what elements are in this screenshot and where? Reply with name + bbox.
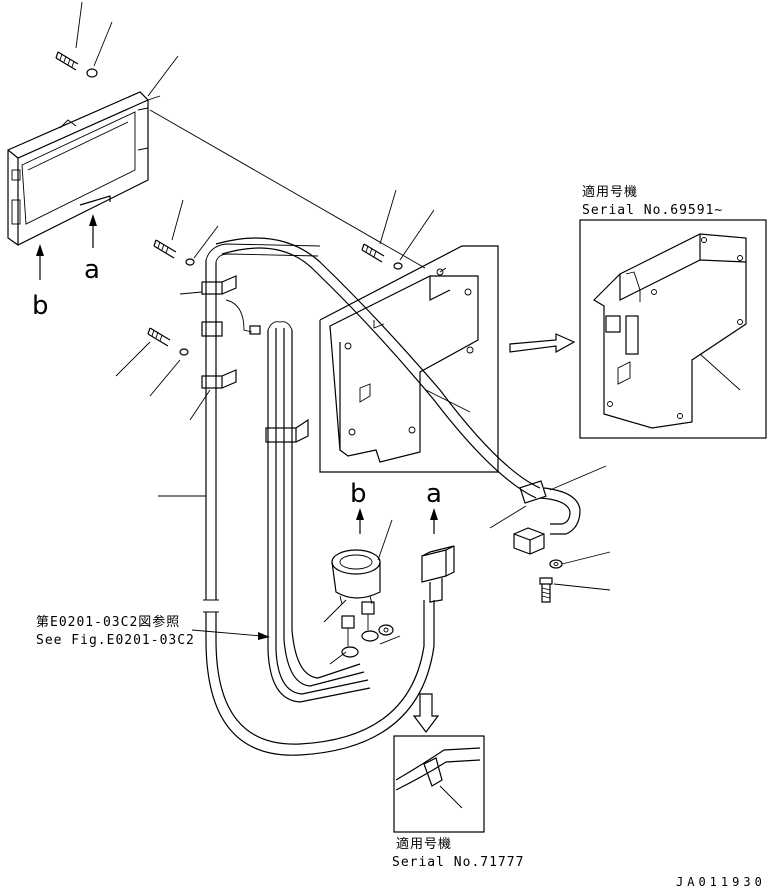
hose-main: [215, 237, 607, 535]
callout-top-serial: Serial No.69591~: [582, 203, 723, 218]
harness-vertical: [158, 243, 435, 756]
bolt-right: [539, 551, 611, 603]
bracket-assembly: [319, 245, 499, 473]
harness-double: [265, 321, 371, 703]
view-letter-a-left: a: [84, 255, 100, 285]
bolt-top-left: [55, 1, 179, 97]
connector-right: [513, 527, 545, 555]
callout-bottom-applies: 適用号機: [396, 836, 452, 852]
view-arrow-a-mid: a: [426, 479, 442, 534]
view-arrow-a-left: a: [84, 214, 100, 285]
bolt-mid-lower: [115, 327, 189, 397]
callout-top-applies: 適用号機: [582, 184, 638, 200]
view-letter-b-left: b: [32, 291, 49, 321]
view-arrow-b-left: b: [32, 244, 49, 321]
terminal-connectors: [329, 601, 401, 665]
leader-line: [149, 109, 426, 269]
callout-arrow-bottom: [412, 693, 440, 733]
controller-unit: [7, 91, 161, 246]
drawing-code: JA011930: [676, 875, 766, 889]
reference-en: See Fig.E0201-03C2: [36, 633, 195, 648]
bolt-center-right: [361, 189, 435, 270]
reference-note: 第E0201-03C2図参照 See Fig.E0201-03C2: [36, 614, 270, 648]
callout-bottom-serial: Serial No.71777: [392, 855, 524, 870]
view-letter-a-mid: a: [426, 479, 442, 509]
reference-jp: 第E0201-03C2図参照: [36, 614, 180, 630]
oval-connector: [323, 519, 393, 623]
view-letter-b-mid: b: [350, 479, 367, 509]
callout-box-bottom: 適用号機 Serial No.71777: [392, 735, 524, 870]
callout-box-top: 適用号機 Serial No.69591~: [579, 184, 767, 439]
connector-bar: [421, 545, 455, 603]
callout-arrow-top: [509, 333, 576, 354]
view-arrow-b-mid: b: [350, 479, 367, 534]
bolt-mid-upper: [153, 199, 219, 266]
